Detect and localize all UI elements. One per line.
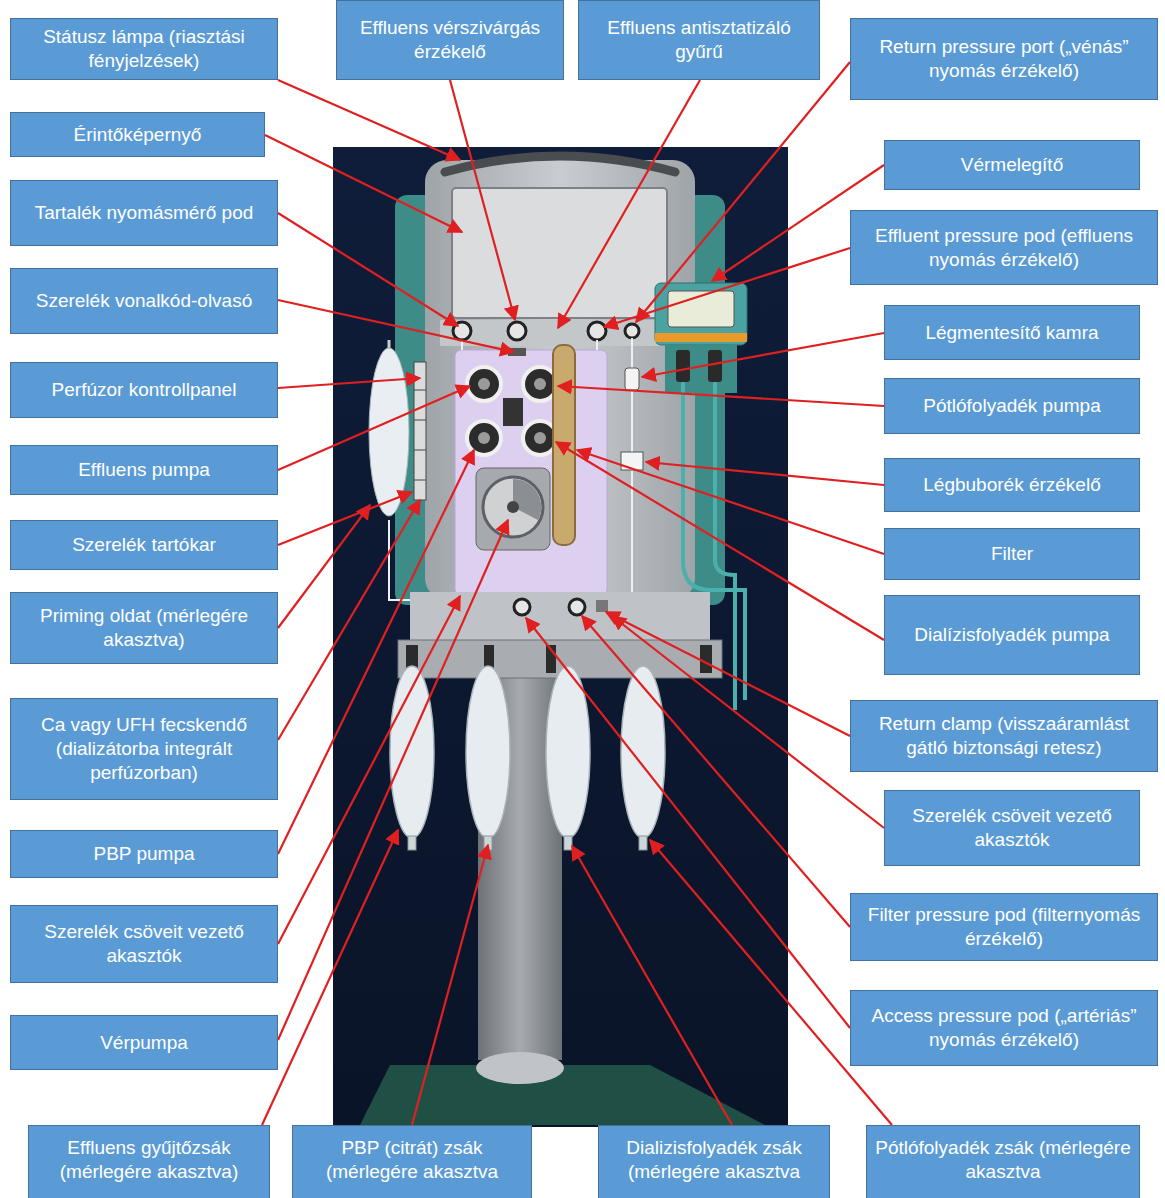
lower-pods [514,599,585,615]
label-box: PBP (citrát) zsák (mérlegére akasztva [292,1125,532,1198]
label-text: Pótlófolyadék zsák (mérlegére akasztva [873,1136,1133,1184]
label-text: Effluens pumpa [78,458,210,482]
label-text: Státusz lámpa (riasztási fényjelzések) [17,25,271,73]
label-box: Return pressure port („vénás” nyomás érz… [850,18,1158,100]
syringe-marks [414,390,426,480]
label-box: Pótlófolyadék zsák (mérlegére akasztva [866,1125,1140,1198]
label-box: Dialízisfolyadék pumpa [884,595,1140,675]
label-box: Légmentesítő kamra [884,305,1140,360]
label-box: Effluent pressure pod (effluens nyomás é… [850,210,1158,285]
filter [553,345,575,545]
label-text: PBP pumpa [93,842,194,866]
leader-lines [262,62,892,1125]
pumps [467,367,557,455]
label-box: Érintőképernyő [10,112,265,157]
label-text: Szerelék csöveit vezető akasztók [17,920,271,968]
label-text: Dialízisfolyadék pumpa [914,623,1109,647]
label-text: Szerelék csöveit vezető akasztók [891,804,1133,852]
label-box: Effluens vérszivárgás érzékelő [336,0,564,80]
blood-pump [476,468,550,550]
label-text: Ca vagy UFH fecskendő (dializátorba inte… [17,713,271,784]
label-text: Effluens vérszivárgás érzékelő [343,16,557,64]
air-detector [621,452,643,470]
label-box: Access pressure pod („artériás” nyomás é… [850,990,1158,1066]
return-clamp [596,600,608,612]
label-text: Return clamp (visszaáramlást gátló bizto… [857,712,1151,760]
label-text: Effluent pressure pod (effluens nyomás é… [857,224,1151,272]
label-box: Szerelék csöveit vezető akasztók [884,790,1140,866]
machine-body [425,160,695,600]
label-box: Légbuborék érzékelő [884,458,1140,512]
label-text: Légbuborék érzékelő [923,473,1100,497]
label-text: Priming oldat (mérlegére akasztva) [17,604,271,652]
label-text: Érintőképernyő [74,123,202,147]
label-box: Effluens gyűjtőzsák (mérlegére akasztva) [28,1125,270,1198]
hook [388,340,391,348]
label-text: Vérpumpa [100,1031,188,1055]
label-box: Vérmelegítő [884,140,1140,190]
label-text: Return pressure port („vénás” nyomás érz… [857,35,1151,83]
label-box: Státusz lámpa (riasztási fényjelzések) [10,18,278,80]
label-box: Effluens antisztatizáló gyűrű [578,0,820,80]
label-box: PBP pumpa [10,830,278,878]
label-box: Szerelék csöveit vezető akasztók [10,905,278,983]
label-text: PBP (citrát) zsák (mérlegére akasztva [299,1136,525,1184]
label-text: Tartalék nyomásmérő pod [35,201,254,225]
status-lamp [445,156,675,172]
label-box: Vérpumpa [10,1015,278,1070]
label-box: Filter pressure pod (filternyomás érzéke… [850,893,1158,961]
label-text: Filter [991,542,1033,566]
label-box: Ca vagy UFH fecskendő (dializátorba inte… [10,698,278,800]
label-box: Perfúzor kontrollpanel [10,362,278,418]
air-chamber [625,368,639,390]
label-text: Szerelék tartókar [72,533,216,557]
label-text: Vérmelegítő [961,153,1063,177]
label-text: Légmentesítő kamra [925,321,1098,345]
label-box: Return clamp (visszaáramlást gátló bizto… [850,700,1158,772]
background-panel [333,147,788,1127]
label-text: Effluens antisztatizáló gyűrű [585,16,813,64]
label-box: Szerelék vonalkód-olvasó [10,268,278,334]
label-text: Perfúzor kontrollpanel [52,378,237,402]
base-dome [476,1052,564,1084]
label-text: Dializisfolyadék zsák (mérlegére akasztv… [605,1136,823,1184]
label-box: Szerelék tartókar [10,520,278,570]
priming-bag [369,348,409,516]
label-text: Filter pressure pod (filternyomás érzéke… [857,903,1151,951]
label-box: Tartalék nyomásmérő pod [10,180,278,246]
label-text: Access pressure pod („artériás” nyomás é… [857,1004,1151,1052]
label-text: Effluens gyűjtőzsák (mérlegére akasztva) [35,1136,263,1184]
label-box: Effluens pumpa [10,445,278,495]
label-box: Filter [884,528,1140,580]
bag-ports [408,836,647,850]
label-text: Szerelék vonalkód-olvasó [36,289,253,313]
lower-body [410,592,710,640]
label-box: Pótlófolyadék pumpa [884,378,1140,434]
label-box: Dializisfolyadék zsák (mérlegére akasztv… [598,1125,830,1198]
syringe [414,362,426,500]
label-box: Priming oldat (mérlegére akasztva) [10,592,278,664]
label-text: Pótlófolyadék pumpa [923,394,1100,418]
